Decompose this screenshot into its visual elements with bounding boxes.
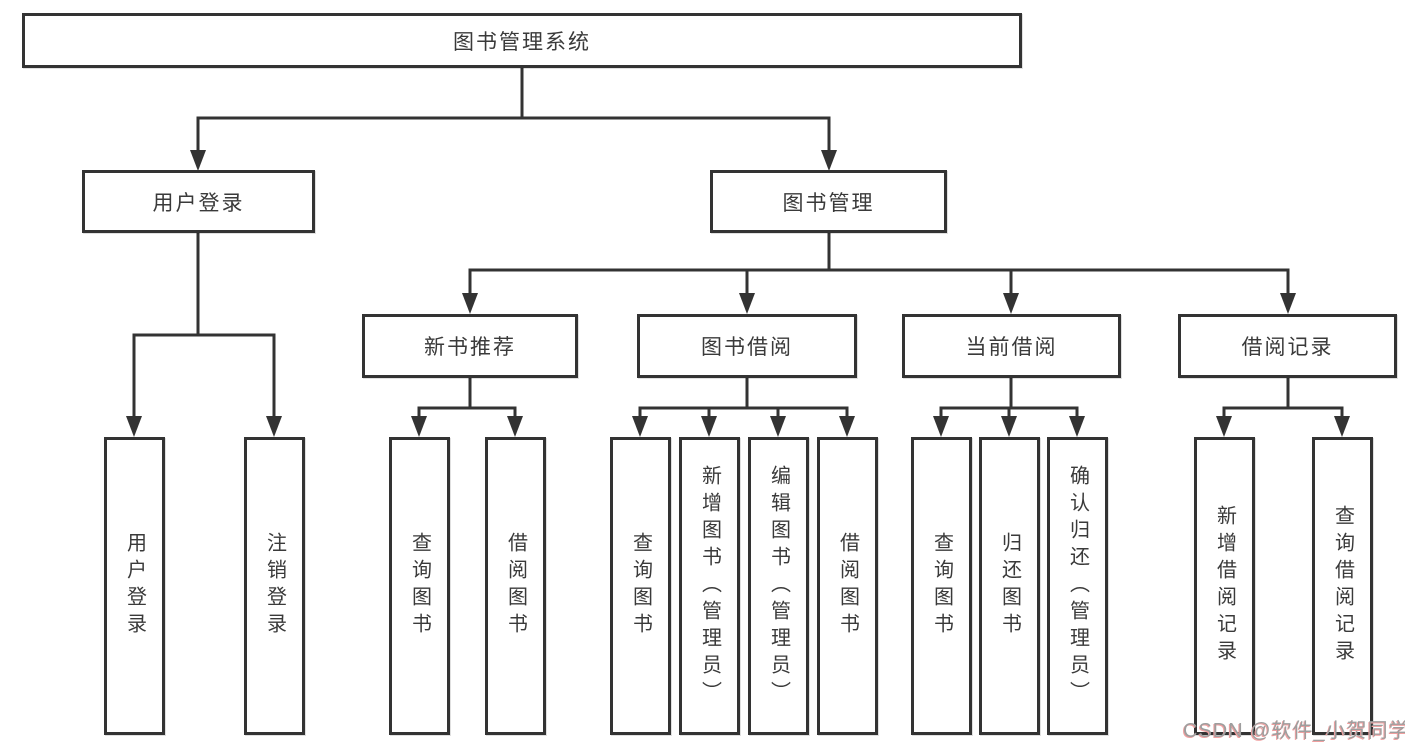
arrowhead xyxy=(839,416,855,437)
csdn-watermark: CSDN @软件_小贺同学 xyxy=(1183,720,1405,742)
arrowhead xyxy=(739,293,755,314)
node-leaf-borrow-books-borrow: 借阅图书 xyxy=(817,437,878,735)
node-current-borrowing: 当前借阅 xyxy=(902,314,1121,378)
edge-user-login-children xyxy=(132,231,276,420)
node-leaf-add-book-admin: 新增图书（管理员） xyxy=(679,437,740,735)
node-borrowing-records: 借阅记录 xyxy=(1178,314,1397,378)
node-leaf-add-borrow-record: 新增借阅记录 xyxy=(1194,437,1255,735)
node-leaf-confirm-return-admin: 确认归还（管理员） xyxy=(1047,437,1108,735)
arrowhead xyxy=(770,416,786,437)
edge-new-book-recommend-children xyxy=(417,376,517,421)
edge-root-to-level2 xyxy=(196,66,831,154)
node-library-management-system: 图书管理系统 xyxy=(22,13,1022,68)
edge-book-borrow-children xyxy=(638,376,849,421)
node-leaf-borrow-books-recommend: 借阅图书 xyxy=(485,437,546,735)
arrowhead xyxy=(126,416,142,437)
arrowhead xyxy=(1069,416,1085,437)
arrowhead xyxy=(1334,416,1350,437)
arrowhead xyxy=(1216,416,1232,437)
arrowhead xyxy=(1280,293,1296,314)
edge-book-management-children xyxy=(468,231,1290,298)
edge-borrow-records-children xyxy=(1222,376,1344,421)
arrowhead xyxy=(411,416,427,437)
node-leaf-query-borrow-record: 查询借阅记录 xyxy=(1312,437,1373,735)
node-new-book-recommendation: 新书推荐 xyxy=(362,314,578,378)
node-leaf-return-books: 归还图书 xyxy=(979,437,1040,735)
arrowhead xyxy=(266,416,282,437)
arrowhead xyxy=(933,416,949,437)
arrowhead xyxy=(701,416,717,437)
node-leaf-logout: 注销登录 xyxy=(244,437,305,735)
arrowhead xyxy=(1001,416,1017,437)
node-book-borrowing: 图书借阅 xyxy=(637,314,857,378)
arrowhead xyxy=(507,416,523,437)
arrowhead xyxy=(190,150,206,171)
arrowhead xyxy=(1003,293,1019,314)
node-user-login: 用户登录 xyxy=(82,170,315,233)
edge-current-borrow-children xyxy=(939,376,1079,421)
node-book-management: 图书管理 xyxy=(710,170,947,233)
node-leaf-query-books-borrow: 查询图书 xyxy=(610,437,671,735)
node-leaf-edit-book-admin: 编辑图书（管理员） xyxy=(748,437,809,735)
arrowhead xyxy=(821,150,837,171)
arrowhead xyxy=(632,416,648,437)
arrowhead xyxy=(462,293,478,314)
node-leaf-user-login: 用户登录 xyxy=(104,437,165,735)
node-leaf-query-books-recommend: 查询图书 xyxy=(389,437,450,735)
node-leaf-query-books-current: 查询图书 xyxy=(911,437,972,735)
